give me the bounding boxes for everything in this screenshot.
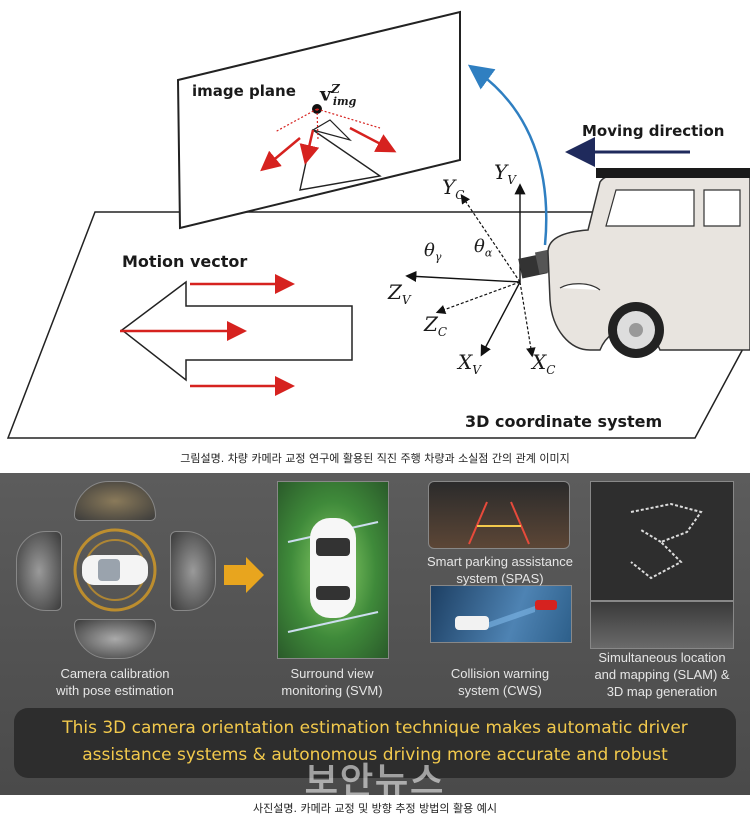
diagram-drawing (6, 10, 750, 439)
banner-line-2: assistance systems & autonomous driving … (82, 745, 668, 765)
svm-car-icon (287, 518, 379, 633)
axis-xc-label: XC (532, 350, 556, 377)
slam-camera-thumb (590, 601, 734, 649)
bottom-caption: 사진설명. 카메라 교정 및 방향 추정 방법의 활용 예시 (253, 802, 497, 815)
slam-trajectory (630, 502, 703, 580)
banner-line-1: This 3D camera orientation estimation te… (62, 718, 688, 738)
axis-yv-label: YV (494, 160, 516, 187)
watermark: 보안뉴스 (304, 761, 446, 802)
summary-banner: This 3D camera orientation estimation te… (14, 708, 736, 778)
axis-xv-label: XV (458, 350, 481, 377)
flow-arrow-icon (224, 557, 264, 593)
slam-map-thumb (590, 481, 734, 601)
image-plane-label: image plane (192, 82, 296, 100)
image-plane (176, 10, 461, 230)
theta-gamma-label: θγ (424, 240, 442, 264)
cws-vehicles (455, 600, 557, 630)
axis-zv-label: ZV (388, 280, 411, 307)
svm-thumb (277, 481, 389, 659)
left-camera-thumb (16, 531, 62, 611)
coord-system-label: 3D coordinate system (465, 412, 663, 431)
vanishing-vector-label: vZimg (320, 82, 357, 109)
axis-yc-label: YC (442, 175, 465, 202)
car-body (547, 173, 750, 351)
axis-zc-label: ZC (424, 312, 448, 339)
coordinate-diagram: image plane vZimg Moving direction Motio… (6, 10, 750, 439)
theta-alpha-label: θα (474, 236, 493, 260)
spas-guide-lines (468, 501, 530, 545)
cws-thumb (430, 585, 572, 643)
moving-direction-label: Moving direction (582, 122, 725, 140)
rear-camera-thumb (74, 619, 156, 659)
right-camera-thumb (170, 531, 216, 611)
top-caption: 그림설명. 차량 카메라 교정 연구에 활용된 직진 주행 차량과 소실점 간의… (180, 452, 570, 465)
car-calibration-icon (73, 528, 157, 612)
motion-vector-label: Motion vector (122, 252, 248, 271)
front-camera-thumb (74, 481, 156, 521)
spas-thumb (428, 481, 570, 549)
